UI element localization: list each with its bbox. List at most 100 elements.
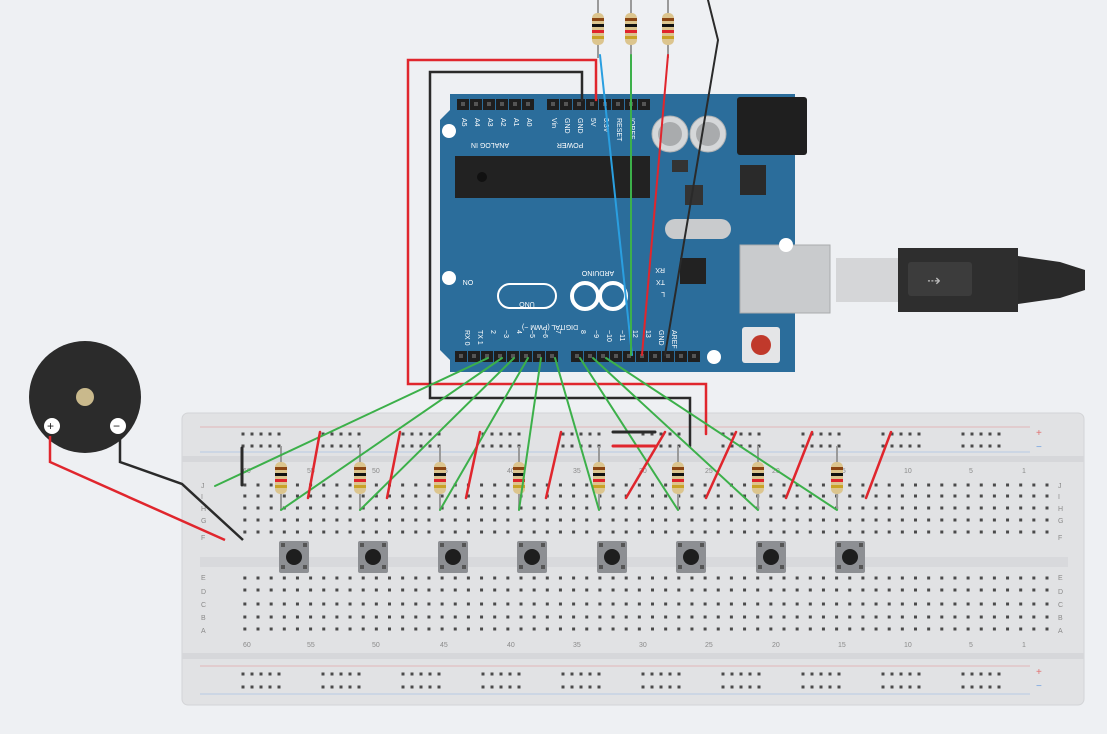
- breadboard-resistors[interactable]: [275, 446, 843, 510]
- wires[interactable]: [214, 0, 893, 511]
- resistor[interactable]: [625, 0, 637, 58]
- crystal: [665, 219, 731, 239]
- digital-pin-label: AREF: [670, 330, 677, 349]
- rail-plus-top: +: [1036, 428, 1042, 439]
- column-number-top: 50: [372, 468, 380, 475]
- row-label-right: B: [1058, 615, 1063, 622]
- column-number-bottom: 35: [573, 642, 581, 649]
- usb-port[interactable]: [739, 244, 831, 314]
- arduino-logo: [497, 281, 628, 311]
- pushbutton[interactable]: [438, 541, 468, 573]
- wire-digital-to-button[interactable]: [592, 357, 759, 511]
- digital-pin-label: 12: [631, 330, 638, 338]
- wire-black-signal[interactable]: [664, 0, 720, 356]
- analog-pin-label: A4: [473, 118, 480, 127]
- power-pin-label: Vin: [550, 118, 557, 128]
- breadboard[interactable]: 6060555550504545404035353030252520201515…: [181, 412, 1085, 706]
- pushbutton[interactable]: [676, 541, 706, 573]
- column-number-bottom: 10: [904, 642, 912, 649]
- wire-red-signal[interactable]: [641, 54, 669, 356]
- column-number-bottom: 1: [1022, 642, 1026, 649]
- wire-gnd-to-rail[interactable]: [428, 70, 692, 448]
- buzzer-red-lead[interactable]: [48, 436, 226, 542]
- column-number-top: 35: [573, 468, 581, 475]
- resistor[interactable]: [752, 446, 764, 510]
- wire-digital-to-button[interactable]: [518, 357, 542, 511]
- analog-pin-label: A3: [486, 118, 493, 127]
- wire-digital-to-button[interactable]: [439, 357, 529, 511]
- piezo-buzzer[interactable]: + −: [29, 341, 244, 542]
- pushbutton[interactable]: [597, 541, 627, 573]
- top-resistors[interactable]: [592, 0, 674, 58]
- pushbutton[interactable]: [279, 541, 309, 573]
- wire-rail-jumper[interactable]: [624, 430, 667, 500]
- column-number-bottom: 25: [705, 642, 713, 649]
- wire-rail-jumper[interactable]: [385, 430, 402, 500]
- pin-headers[interactable]: [455, 99, 700, 362]
- buzzer-plus-label: +: [47, 419, 54, 433]
- digital-pin-label: 4: [515, 330, 522, 334]
- wire-rail-jumper[interactable]: [464, 430, 482, 500]
- resistor[interactable]: [275, 446, 287, 510]
- wire-rail-jumper[interactable]: [704, 430, 738, 500]
- column-number-bottom: 40: [507, 642, 515, 649]
- pushbuttons[interactable]: [279, 541, 865, 573]
- power-pin-label: GND: [563, 118, 570, 134]
- column-number-bottom: 20: [772, 642, 780, 649]
- wire-rail-jumper[interactable]: [864, 430, 893, 500]
- resistor[interactable]: [434, 446, 446, 510]
- pushbutton[interactable]: [358, 541, 388, 573]
- wire-digital-to-button[interactable]: [359, 357, 515, 511]
- power-jack[interactable]: [737, 97, 807, 155]
- row-label-right: G: [1058, 518, 1063, 525]
- row-label-left: J: [201, 483, 205, 490]
- analog-pin-label: A1: [512, 118, 519, 127]
- status-led-label: TX: [656, 278, 665, 285]
- pushbutton[interactable]: [835, 541, 865, 573]
- resistor[interactable]: [831, 446, 843, 510]
- wire-digital-to-button[interactable]: [214, 357, 489, 487]
- power-pin-label: 3.3V: [602, 118, 609, 133]
- analog-pin-label: A0: [525, 118, 532, 127]
- rail-plus-bottom: +: [1036, 667, 1042, 678]
- column-number-bottom: 50: [372, 642, 380, 649]
- resistor[interactable]: [593, 446, 605, 510]
- digital-pin-label: ~10: [605, 330, 612, 342]
- usb-icon: ⇢: [927, 271, 940, 290]
- wire-digital-to-button[interactable]: [554, 357, 600, 511]
- digital-pin-label: 13: [644, 330, 651, 338]
- row-label-right: A: [1058, 628, 1063, 635]
- digital-pin-label: 2: [489, 330, 496, 334]
- power-label: POWER: [557, 141, 583, 148]
- buzzer-minus-label: −: [113, 419, 120, 433]
- column-number-bottom: 30: [639, 642, 647, 649]
- wire-digital-to-button[interactable]: [605, 357, 838, 511]
- resistor[interactable]: [662, 0, 674, 58]
- wire-digital-to-button[interactable]: [280, 357, 503, 511]
- resistor[interactable]: [592, 0, 604, 58]
- digital-pin-label: ~11: [618, 330, 625, 341]
- resistor[interactable]: [672, 446, 684, 510]
- wire-5v-to-rail[interactable]: [406, 58, 708, 436]
- wire-rail-jumper[interactable]: [306, 430, 322, 500]
- column-number-bottom: 45: [440, 642, 448, 649]
- usb-cable[interactable]: ⇢: [836, 248, 1085, 312]
- row-label-right: H: [1058, 506, 1063, 513]
- row-label-right: I: [1058, 494, 1060, 501]
- wire-rail-jumper[interactable]: [784, 430, 814, 500]
- digital-pin-label: 7: [554, 330, 561, 334]
- wire-digital-to-button[interactable]: [579, 357, 679, 511]
- row-label-left: A: [201, 628, 206, 635]
- column-number-top: 1: [1022, 468, 1026, 475]
- rail-minus-bottom: −: [1036, 681, 1042, 692]
- power-pin-label: 5V: [589, 118, 596, 127]
- pushbutton[interactable]: [756, 541, 786, 573]
- wire-rail-jumper[interactable]: [544, 430, 563, 500]
- wire-blue-signal[interactable]: [599, 54, 633, 356]
- buzzer-black-lead[interactable]: [118, 436, 244, 541]
- pushbutton[interactable]: [517, 541, 547, 573]
- digital-pwm-label: DIGITAL (PWM ~): [522, 323, 578, 330]
- status-led-label: L: [661, 290, 665, 297]
